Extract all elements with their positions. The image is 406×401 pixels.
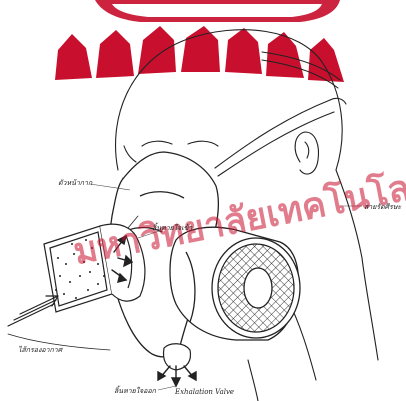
label-exhalation-valve: ลิ้นหายใจออก xyxy=(114,388,156,395)
label-filter-cartridge: ไส้กรองอากาศ xyxy=(18,347,62,354)
watermark-logo xyxy=(55,0,344,82)
label-head-strap: สายรัดศีรษะ xyxy=(364,204,401,211)
label-exhalation-valve-english: Exhalation Valve xyxy=(175,389,234,396)
label-inhalation-valve: ลิ้นหายใจเข้า xyxy=(152,225,192,232)
label-facepiece: ตัวหน้ากาก xyxy=(58,180,92,187)
exhalation-valve xyxy=(158,344,196,386)
